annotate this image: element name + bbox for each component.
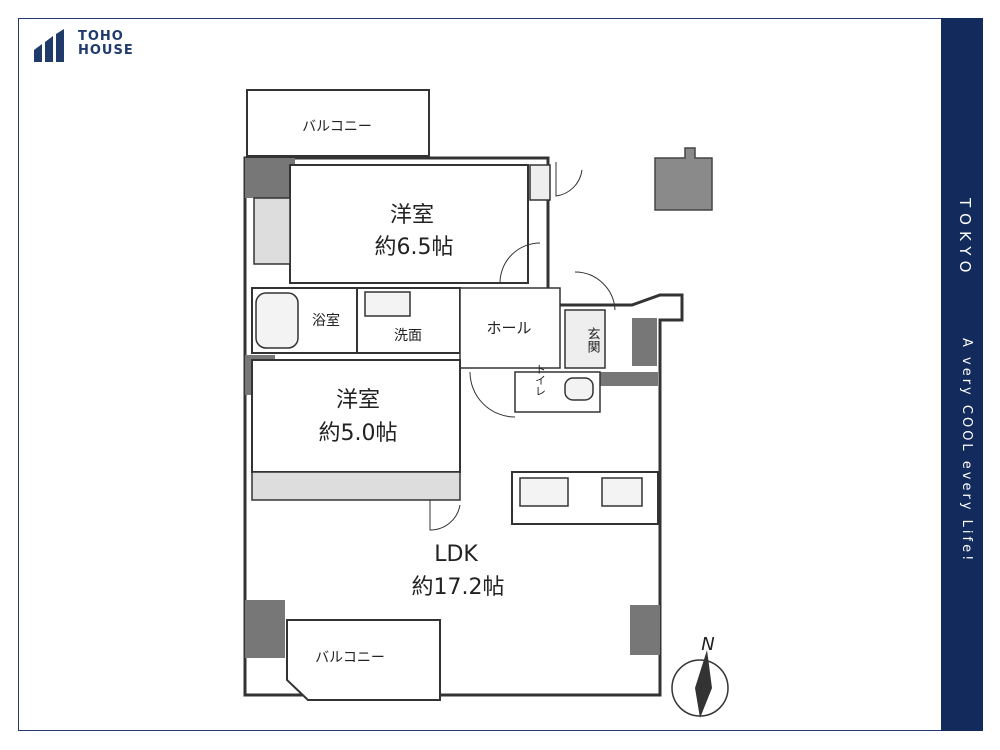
western-room-2 xyxy=(251,359,461,473)
wall-left-bottom xyxy=(245,600,285,658)
label-entrance: 玄関 xyxy=(585,327,601,354)
closet-2 xyxy=(251,471,461,501)
balcony-bottom xyxy=(286,619,441,701)
wall-entrance xyxy=(632,318,657,366)
label-bath: 浴室 xyxy=(312,312,340,329)
entrance xyxy=(564,309,606,369)
door-swing-hall xyxy=(469,371,516,418)
side-band xyxy=(941,18,983,731)
stove-icon xyxy=(601,477,643,507)
brand-line1: TOHO xyxy=(78,29,124,44)
bathtub xyxy=(255,292,299,349)
toilet-fixture xyxy=(564,377,594,401)
side-tagline: A very COOL every Life! xyxy=(959,338,974,564)
door-swing-top xyxy=(555,162,583,197)
label-compass: N xyxy=(701,634,714,655)
pillar-corner xyxy=(529,164,551,201)
label-toilet: トイレ xyxy=(534,364,547,397)
door-swing-2 xyxy=(429,500,461,531)
label-washroom: 洗面 xyxy=(394,328,422,344)
wall-left-top xyxy=(245,158,295,198)
western-room-1 xyxy=(289,164,529,284)
kitchen-sink xyxy=(519,477,569,507)
toho-logo-icon xyxy=(34,29,64,62)
label-hall: ホール xyxy=(486,319,531,337)
pillar-outside xyxy=(654,147,713,211)
wall-kitchen-side xyxy=(600,372,658,386)
label-balcony-bottom: バルコニー xyxy=(315,650,385,666)
balcony-top xyxy=(246,89,430,157)
sink xyxy=(364,291,411,317)
wall-right-bottom xyxy=(630,605,660,655)
label-western1-size: 約6.5帖 xyxy=(375,235,454,260)
brand-line2: HOUSE xyxy=(78,43,134,58)
door-swing-1 xyxy=(499,242,541,284)
hall xyxy=(459,287,561,369)
label-ldk-size: 約17.2帖 xyxy=(412,575,505,600)
label-balcony-top: バルコニー xyxy=(302,119,372,135)
label-western2-name: 洋室 xyxy=(336,388,380,413)
side-city: TOKYO xyxy=(956,198,974,279)
brand-name: TOHO HOUSE xyxy=(78,30,134,58)
label-western2-size: 約5.0帖 xyxy=(319,421,398,446)
label-ldk-name: LDK xyxy=(434,542,478,567)
compass-needle-icon xyxy=(695,650,712,718)
closet-1 xyxy=(253,197,291,265)
label-western1-name: 洋室 xyxy=(390,203,434,228)
door-swing-entrance xyxy=(574,271,616,311)
